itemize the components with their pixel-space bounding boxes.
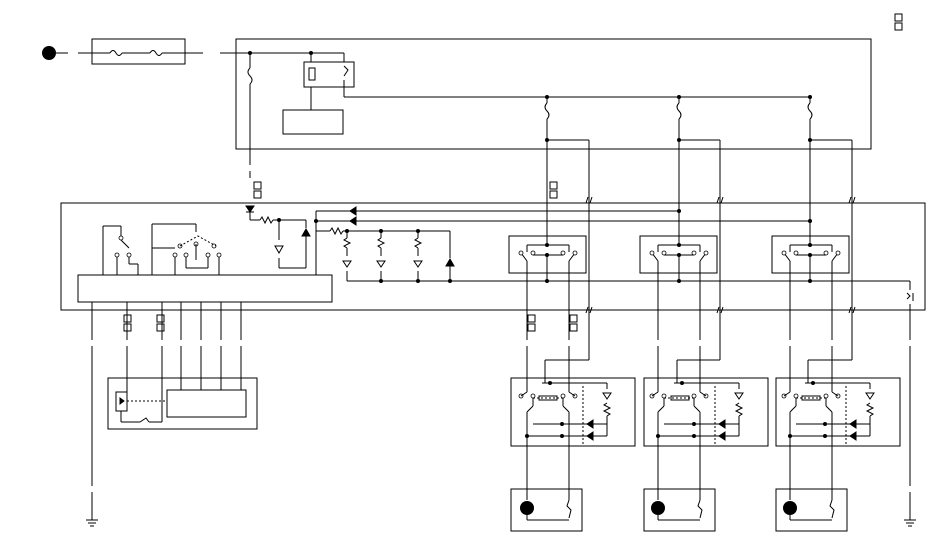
mirror-motor-module: [107, 377, 258, 430]
fuse-icon: [247, 67, 253, 85]
switch-icon: [120, 239, 130, 249]
connector-gaps: [91, 165, 911, 492]
diode-icon: [586, 419, 594, 429]
ground-icon: [86, 519, 98, 527]
lamp-icon: [732, 389, 746, 403]
connector-icon: [903, 290, 917, 304]
resistor-icon: [329, 226, 344, 236]
lamp-icon: [863, 389, 877, 403]
motor-label: M: [786, 505, 794, 515]
relay-icon: [303, 61, 355, 88]
ground-icon: [904, 519, 916, 527]
diode-icon: [849, 431, 857, 441]
diode-icon: [849, 419, 857, 429]
diode-icon: [349, 206, 357, 216]
fuse-relay-box: [235, 38, 872, 178]
motor-icon: [651, 501, 665, 515]
window-switch-module: [508, 235, 587, 360]
corner-connector-icon: [894, 13, 903, 31]
diode-icon: [718, 431, 726, 441]
lamp-icon: [600, 389, 614, 403]
door-switch-module: [643, 359, 769, 500]
main-fuse-box: [78, 38, 203, 65]
motor-icon: [783, 501, 797, 515]
door-switch-module: [510, 359, 636, 500]
fuse-icon: [676, 97, 682, 140]
diode-icon: [245, 205, 255, 213]
control-unit-box: [60, 202, 926, 520]
motor-label: M: [523, 505, 531, 515]
diode-icon: [349, 216, 357, 226]
motor-icon: [520, 501, 534, 515]
diode-icon: [718, 419, 726, 429]
battery-icon: [42, 46, 68, 60]
connector-box-icon: [253, 181, 558, 199]
lamp-group: [340, 231, 425, 281]
window-motor: M: [643, 488, 716, 532]
diode-icon: [586, 431, 594, 441]
diode-icon: [301, 227, 311, 237]
window-motor: M: [510, 488, 583, 532]
motor-label: M: [654, 505, 662, 515]
window-switch-module: [639, 235, 718, 360]
connector-box-icon: [123, 314, 578, 332]
window-switch-module: [771, 235, 850, 360]
lamp-icon: [271, 242, 287, 258]
fuse-icon: [807, 97, 813, 140]
door-switch-module: [775, 359, 901, 500]
fuse-icon: [544, 97, 550, 140]
window-motor: M: [775, 488, 848, 532]
resistor-icon: [259, 215, 274, 225]
diode-icon: [445, 257, 455, 267]
